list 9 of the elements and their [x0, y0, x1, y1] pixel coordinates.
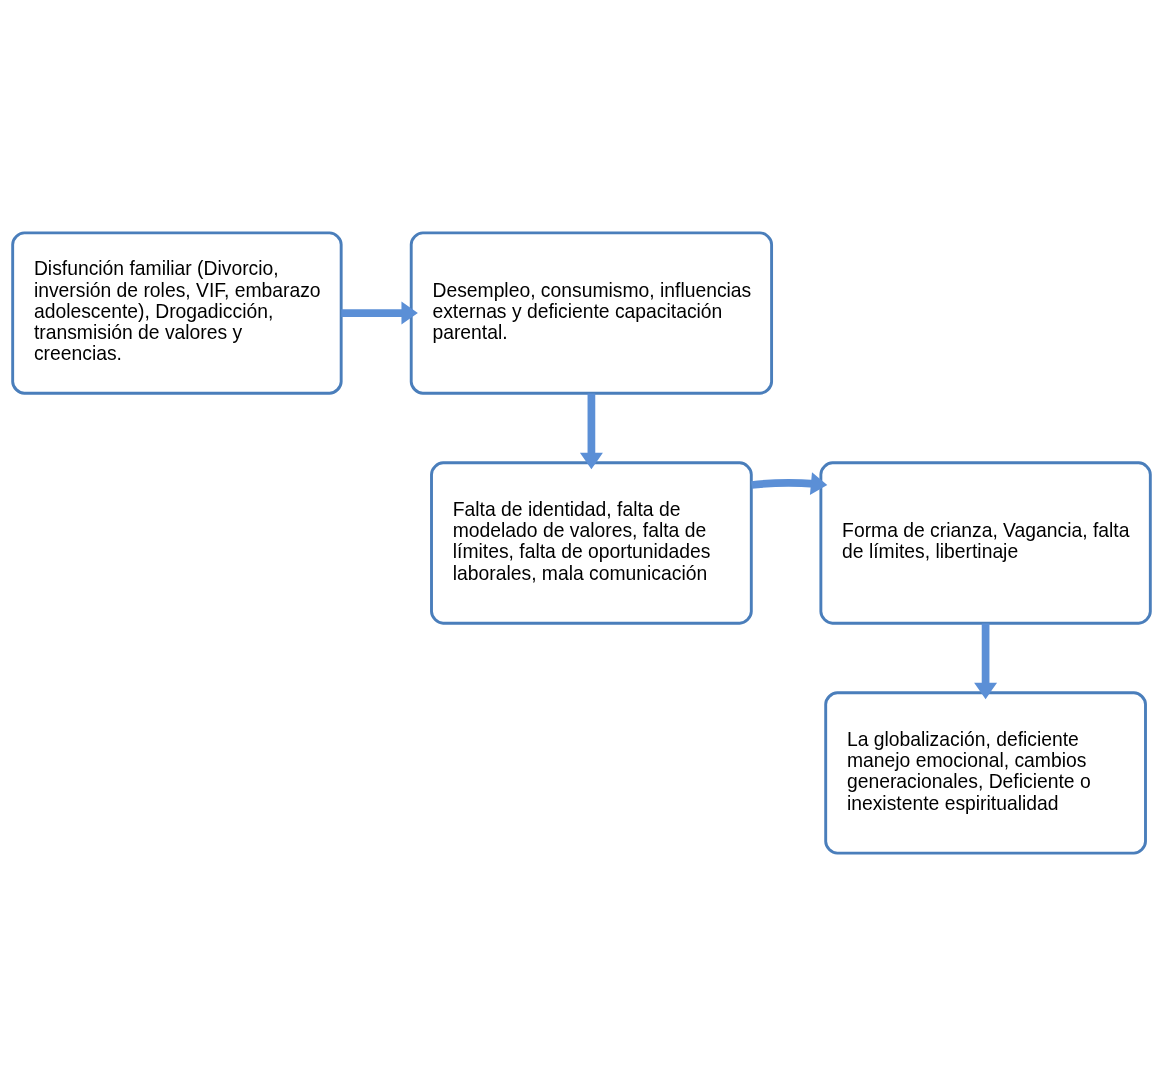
node-box: Falta de identidad, falta de modelado de valores, falta de límites, falta de oportunidades laborales, mala comunicación: [430, 460, 753, 625]
node-box: La globalización, deficiente manejo emocional, cambios generacionales, Deficiente o inexistente espiritualidad: [824, 690, 1147, 855]
node-box: Disfunción familiar (Divorcio, inversión de roles, VIF, embarazo adolescente), Drogadicción, transmisión de valores y creencias.: [11, 230, 343, 395]
arrow: [751, 471, 828, 495]
arrow: [974, 622, 998, 699]
arrow: [579, 392, 603, 469]
arrow: [341, 301, 418, 325]
node-box: Forma de crianza, Vagancia, falta de límites, libertinaje: [819, 460, 1152, 625]
node-box: Desempleo, consumismo, influencias externas y deficiente capacitación parental.: [409, 230, 774, 395]
